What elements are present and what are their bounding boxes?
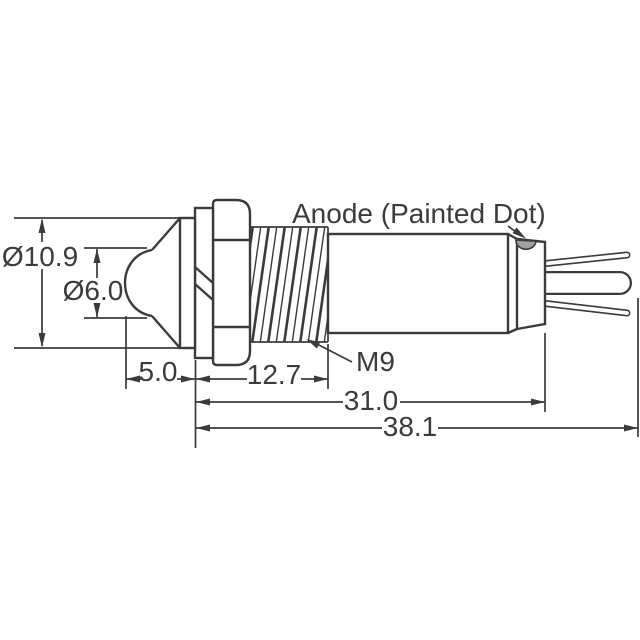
- thread-length-label: 12.7: [247, 359, 302, 390]
- outer-diameter-label: Ø10.9: [2, 241, 78, 272]
- arrow-right-icon: [314, 375, 328, 383]
- arrow-right-icon: [181, 375, 195, 383]
- leader-arrow-icon: [306, 339, 321, 349]
- hex-nut: [211, 198, 252, 367]
- leader-arrow-icon: [512, 227, 526, 239]
- arrow-left-icon: [196, 424, 210, 432]
- body-cylinder: [326, 232, 510, 335]
- arrow-up-icon: [93, 248, 101, 263]
- overall-length-label: 38.1: [383, 411, 438, 442]
- arrow-right-icon: [624, 424, 638, 432]
- dim-outer-diameter: [14, 217, 180, 349]
- arrow-right-icon: [531, 398, 545, 406]
- thread-section: [250, 226, 329, 343]
- anode-painted-dot: [515, 239, 537, 250]
- lead-bottom: [537, 299, 631, 317]
- lead-top: [537, 251, 631, 268]
- dimension-labels: Ø10.9 Ø6.0 5.0 12.7 31.0 38.1 M9 Anode (…: [1, 198, 546, 442]
- taper-top: [507, 232, 518, 241]
- anode-note-label: Anode (Painted Dot): [292, 198, 546, 229]
- bezel-cone: [151, 217, 181, 349]
- taper-bottom: [507, 327, 518, 335]
- lens-diameter-label: Ø6.0: [63, 275, 124, 306]
- body-length-label: 31.0: [344, 385, 399, 416]
- thread-hatch: [250, 227, 328, 342]
- lens-dome: [123, 248, 153, 318]
- dim-lens-diameter: [84, 247, 147, 319]
- arrow-left-icon: [196, 398, 210, 406]
- flange-slash-1: [194, 266, 214, 284]
- arrow-down-icon: [38, 333, 46, 348]
- flange-slash-2: [194, 283, 214, 301]
- arrow-left-icon: [196, 375, 210, 383]
- arrow-left-icon: [126, 375, 140, 383]
- bezel-rim: [178, 216, 197, 350]
- lens-protrusion-label: 5.0: [139, 356, 178, 387]
- label-anode-leader: [507, 225, 526, 239]
- flange: [193, 206, 215, 360]
- arrow-down-icon: [93, 303, 101, 318]
- thread-spec-label: M9: [356, 346, 395, 377]
- label-thread-spec-leader: [306, 339, 353, 363]
- arrow-up-icon: [38, 218, 46, 233]
